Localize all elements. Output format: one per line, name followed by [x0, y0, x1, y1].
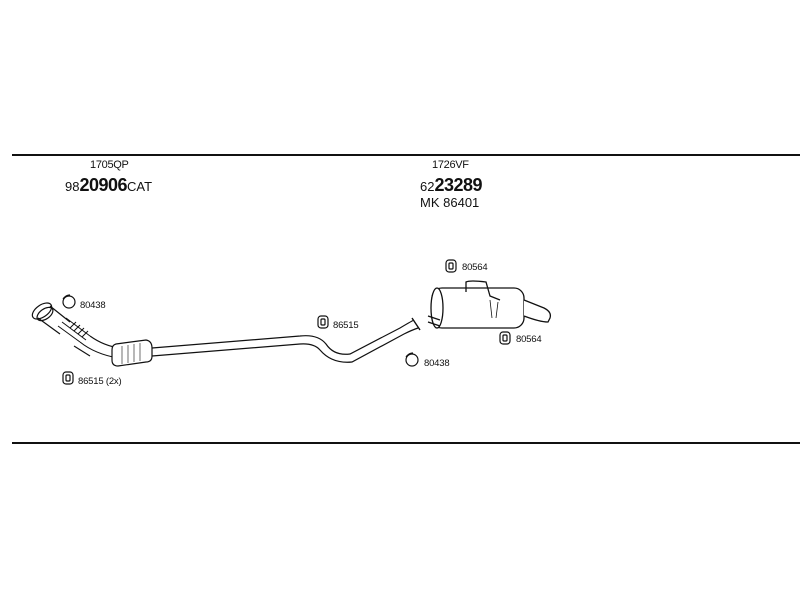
label-clamp-right: 80438: [424, 358, 450, 369]
mk-number: 86401: [443, 195, 480, 210]
left-part-number: 9820906CAT: [65, 176, 152, 195]
right-part-number-main: 23289: [434, 175, 483, 195]
bottom-divider-line: [12, 442, 800, 444]
catalytic-converter: [111, 339, 153, 367]
clamp-icon-left: [62, 294, 76, 309]
top-divider-line: [12, 154, 800, 156]
label-gasket-left: 86515 (2x): [78, 376, 122, 387]
mk-label: MK: [420, 195, 440, 210]
flex-section: [57, 317, 91, 343]
right-part-mk: MK 86401: [420, 196, 479, 209]
intermediate-pipe: [151, 317, 421, 363]
hanger-icon-top: [445, 259, 457, 273]
label-hanger-bottom: 80564: [516, 334, 542, 345]
gasket-icon-left: [62, 371, 74, 385]
left-part-number-prefix: 98: [65, 179, 80, 194]
label-gasket-mid: 86515: [333, 320, 359, 331]
left-part-number-main: 20906: [79, 175, 128, 195]
clamp-icon-right: [405, 352, 419, 367]
left-part-number-suffix: CAT: [127, 179, 153, 194]
label-clamp-left: 80438: [80, 300, 106, 311]
hanger-icon-bottom: [499, 331, 511, 345]
left-part-code: 1705QP: [90, 159, 129, 171]
label-hanger-top: 80564: [462, 262, 488, 273]
right-part-code: 1726VF: [432, 159, 469, 171]
gasket-icon-mid: [317, 315, 329, 329]
front-flange: [31, 302, 71, 335]
right-part-number-prefix: 62: [420, 179, 435, 194]
right-part-number: 6223289: [420, 175, 483, 195]
rear-silencer: [427, 280, 552, 329]
